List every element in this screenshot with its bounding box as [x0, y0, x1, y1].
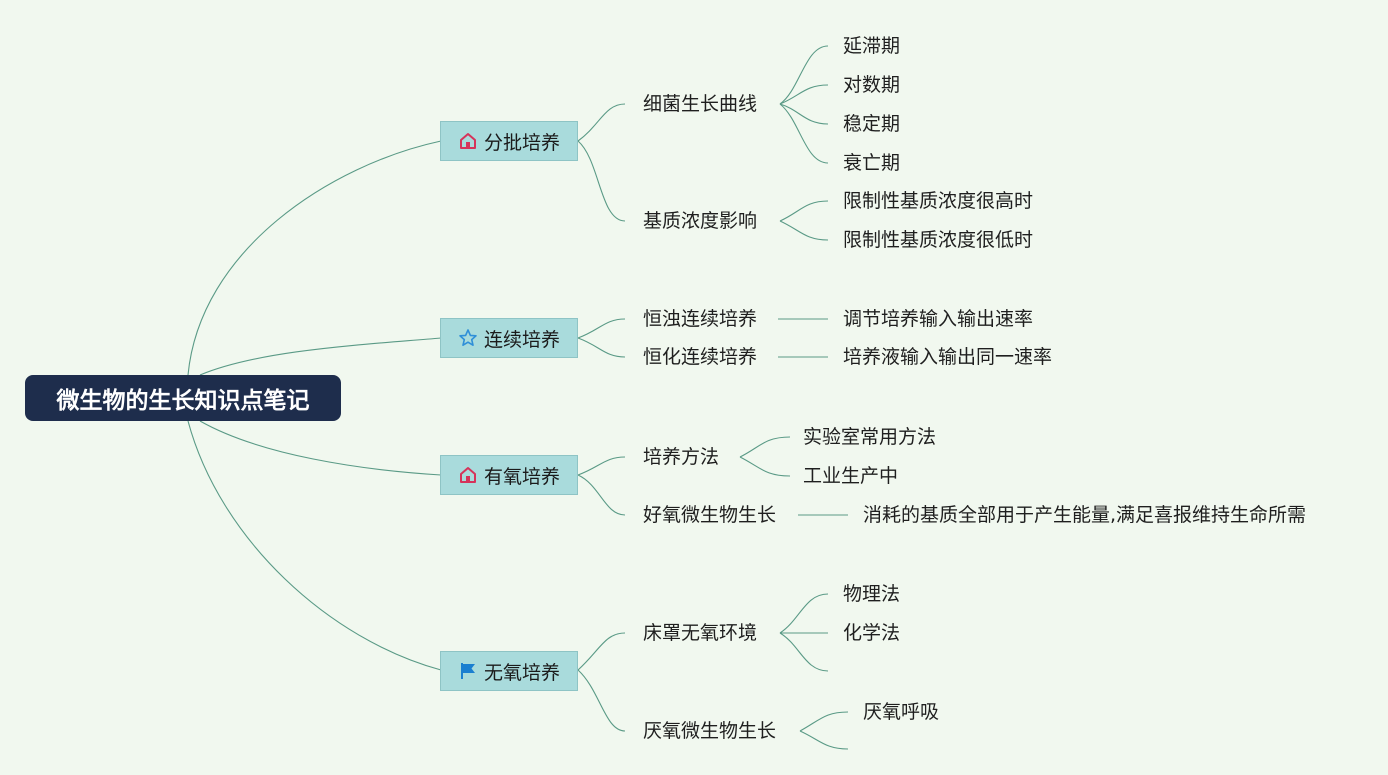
- topic-substrate-concentration[interactable]: 基质浓度影响: [643, 210, 758, 232]
- branch-label: 无氧培养: [483, 661, 560, 684]
- topic-aerobic-growth[interactable]: 好氧微生物生长: [643, 504, 777, 526]
- topic-chemostat[interactable]: 恒化连续培养: [643, 346, 758, 368]
- topic-anaerobic-environment[interactable]: 床罩无氧环境: [643, 622, 758, 644]
- branch-label: 连续培养: [483, 328, 560, 351]
- home-icon: [458, 465, 478, 485]
- leaf-log-phase[interactable]: 对数期: [843, 74, 901, 96]
- star-icon: [458, 328, 478, 348]
- branch-continuous-culture[interactable]: 连续培养: [440, 318, 578, 358]
- leaf-lag-phase[interactable]: 延滞期: [843, 35, 901, 57]
- branch-batch-culture[interactable]: 分批培养: [440, 121, 578, 161]
- leaf-substrate-energy[interactable]: 消耗的基质全部用于产生能量,满足喜报维持生命所需: [863, 504, 1307, 526]
- branch-label: 分批培养: [483, 131, 560, 154]
- branch-anaerobic-culture[interactable]: 无氧培养: [440, 651, 578, 691]
- leaf-adjust-rate[interactable]: 调节培养输入输出速率: [843, 308, 1034, 330]
- leaf-lab-method[interactable]: 实验室常用方法: [803, 426, 937, 448]
- leaf-low-concentration[interactable]: 限制性基质浓度很低时: [843, 229, 1034, 251]
- leaf-same-rate[interactable]: 培养液输入输出同一速率: [843, 346, 1053, 368]
- leaf-stationary-phase[interactable]: 稳定期: [843, 113, 901, 135]
- leaf-industrial[interactable]: 工业生产中: [803, 465, 899, 487]
- topic-culture-method[interactable]: 培养方法: [643, 446, 720, 468]
- branch-aerobic-culture[interactable]: 有氧培养: [440, 455, 578, 495]
- leaf-death-phase[interactable]: 衰亡期: [843, 152, 901, 174]
- leaf-chemical-method[interactable]: 化学法: [843, 622, 901, 644]
- root-topic[interactable]: 微生物的生长知识点笔记: [25, 375, 341, 421]
- leaf-anaerobic-respiration[interactable]: 厌氧呼吸: [863, 701, 940, 723]
- branch-label: 有氧培养: [483, 465, 560, 488]
- topic-growth-curve[interactable]: 细菌生长曲线: [643, 93, 758, 115]
- leaf-physical-method[interactable]: 物理法: [843, 583, 901, 605]
- topic-turbidostat[interactable]: 恒浊连续培养: [643, 308, 758, 330]
- flag-icon: [458, 661, 478, 681]
- home-icon: [458, 131, 478, 151]
- topic-anaerobic-growth[interactable]: 厌氧微生物生长: [643, 720, 777, 742]
- root-topic-label: 微生物的生长知识点笔记: [56, 388, 310, 414]
- leaf-high-concentration[interactable]: 限制性基质浓度很高时: [843, 190, 1034, 212]
